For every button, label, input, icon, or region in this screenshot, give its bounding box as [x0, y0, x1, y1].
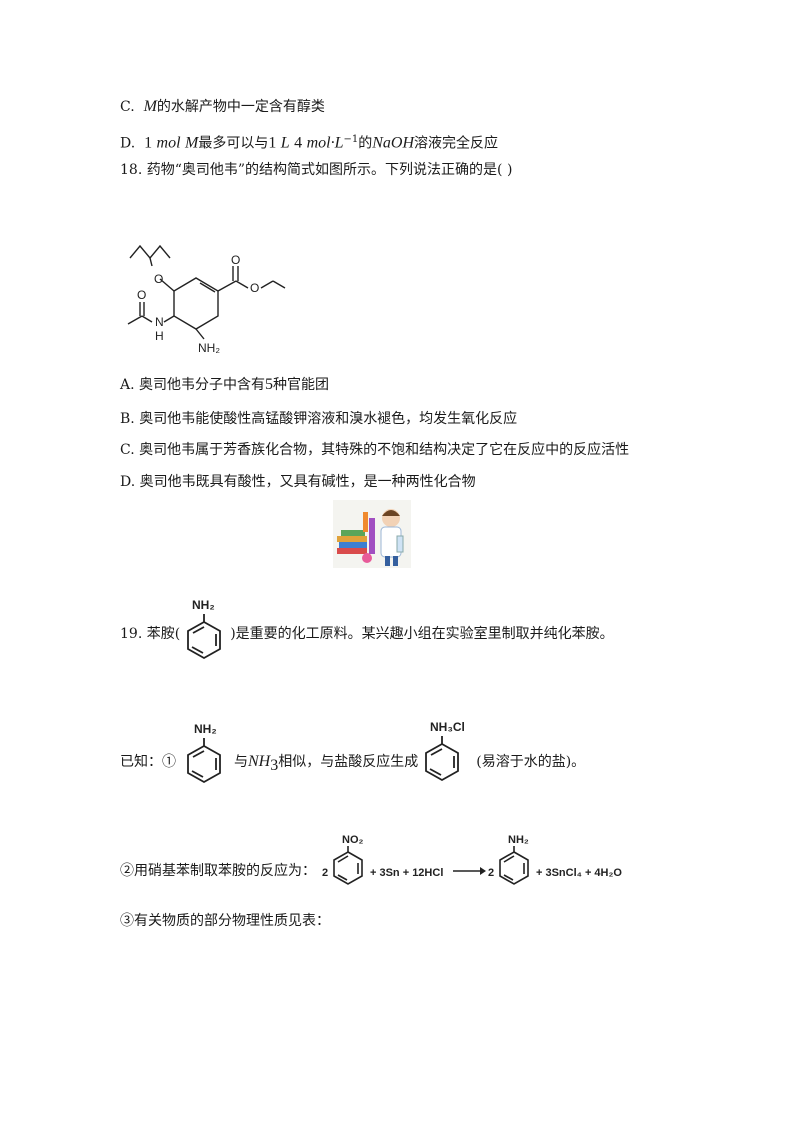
nitrobenzene-reduction-equation: 2 NO₂ + 3Sn + 12HCl 2 NH₂ + 3SnCl₄ + 4H₂…: [322, 834, 622, 885]
q18-option-b: B. 奥司他韦能使酸性高锰酸钾溶液和溴水褪色，均发生氧化反应: [120, 411, 518, 427]
q19-reaction-intro: ②用硝基苯制取苯胺的反应为：: [120, 863, 316, 879]
q19-table-intro: ③有关物质的部分物理性质见表：: [120, 913, 330, 929]
product-nh2-label: NH₂: [508, 834, 529, 846]
anilinium-chloride-structure: NH₃Cl: [425, 720, 465, 782]
nh3cl-label: NH₃Cl: [430, 720, 465, 734]
q18-option-d: D. 奥司他韦既具有酸性，又具有碱性，是一种两性化合物: [120, 474, 476, 490]
ether-oxygen-label: O: [154, 272, 163, 286]
carbonyl-oxygen-label: O: [231, 253, 240, 267]
var-m: M: [143, 98, 157, 115]
amide-oxygen-label: O: [137, 288, 146, 302]
q18-option-a: A. 奥司他韦分子中含有5种官能团: [120, 376, 330, 393]
q17-option-c: C. M的水解产物中一定含有醇类: [120, 98, 325, 115]
amide-h-label: H: [155, 329, 164, 343]
q19-stem: 19. 苯胺()是重要的化工原料。某兴趣小组在实验室里制取并纯化苯胺。: [120, 626, 614, 642]
aniline-structure-stem: NH₂: [187, 598, 221, 660]
reactants-text: + 3Sn + 12HCl: [370, 867, 443, 879]
coef-aniline: 2: [488, 867, 494, 879]
no2-label: NO₂: [342, 834, 364, 846]
amine-label: NH₂: [198, 341, 220, 355]
ester-oxygen-label: O: [250, 281, 259, 295]
amide-n-label: N: [155, 315, 164, 329]
coef-nitrobenzene: 2: [322, 867, 328, 879]
scientist-illustration: [333, 500, 411, 568]
aniline-nh2-label-known: NH₂: [194, 722, 217, 736]
aniline-nh2-label: NH₂: [192, 598, 215, 612]
q17-option-d: D. 1 mol M最多可以与1 L 4 mol·L−1的NaOH溶液完全反应: [120, 134, 499, 152]
q18-option-c: C. 奥司他韦属于芳香族化合物，其特殊的不饱和结构决定了它在反应中的反应活性: [120, 442, 630, 458]
aniline-structure-known: NH₂: [187, 722, 221, 784]
products-text: + 3SnCl₄ + 4H₂O: [536, 867, 622, 879]
oseltamivir-structure: O O O O N H NH₂: [127, 244, 286, 355]
q18-stem: 18. 药物“奥司他韦”的结构简式如图所示。下列说法正确的是( ): [120, 162, 513, 178]
